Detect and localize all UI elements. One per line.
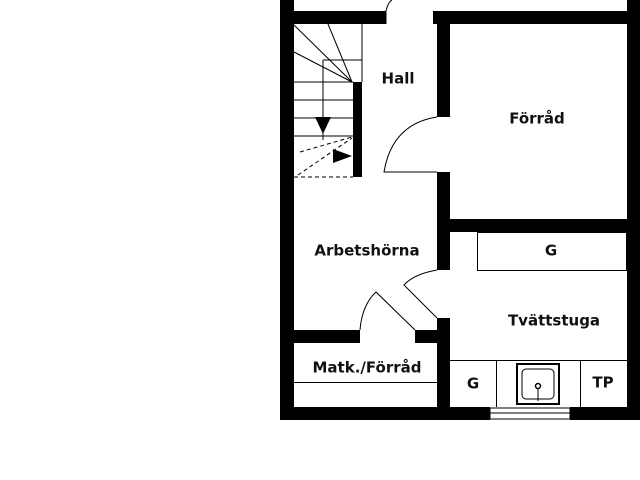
room-label-tvattstuga: Tvättstuga xyxy=(508,312,600,330)
sink-icon xyxy=(516,363,560,405)
doors xyxy=(359,0,438,331)
wall-bottom-right xyxy=(570,407,640,420)
door-matk xyxy=(359,291,416,331)
labels: Hall Förråd Arbetshörna G Tvättstuga Mat… xyxy=(313,70,614,393)
door-tvattstuga xyxy=(403,269,438,319)
wall-matk-left xyxy=(294,330,360,343)
door-top xyxy=(385,0,393,24)
window xyxy=(489,407,571,420)
room-label-arbetshorna: Arbetshörna xyxy=(314,242,419,260)
stairs xyxy=(293,23,363,178)
wall-top-right xyxy=(433,11,640,24)
wall-matk-right xyxy=(415,330,437,343)
wall-outer-right xyxy=(627,0,640,420)
door-forrad xyxy=(383,116,438,173)
walls xyxy=(280,0,640,420)
room-label-matk-forrad: Matk./Förråd xyxy=(313,359,422,377)
wall-hall-forrad-upper xyxy=(437,11,450,117)
stair-arrow-right-icon xyxy=(333,149,352,163)
fixture-label-tp: TP xyxy=(592,374,613,392)
wall-stair xyxy=(353,82,362,177)
fixtures xyxy=(294,232,627,407)
wall-outer-left xyxy=(280,0,294,420)
fixture-label-g-upper: G xyxy=(545,242,557,260)
counter-upper xyxy=(477,232,627,271)
wall-hall-forrad-lower xyxy=(437,172,450,270)
wall-top-left xyxy=(280,11,386,24)
wall-forrad-bottom xyxy=(450,219,627,232)
room-label-forrad: Förråd xyxy=(509,110,565,128)
wall-tvatt-left xyxy=(437,318,450,413)
fixture-label-g-lower: G xyxy=(467,375,479,393)
wall-stub xyxy=(280,0,282,11)
room-label-hall: Hall xyxy=(382,70,415,88)
stair-arrow-down-icon xyxy=(315,117,331,134)
wall-bottom-left xyxy=(280,407,490,420)
